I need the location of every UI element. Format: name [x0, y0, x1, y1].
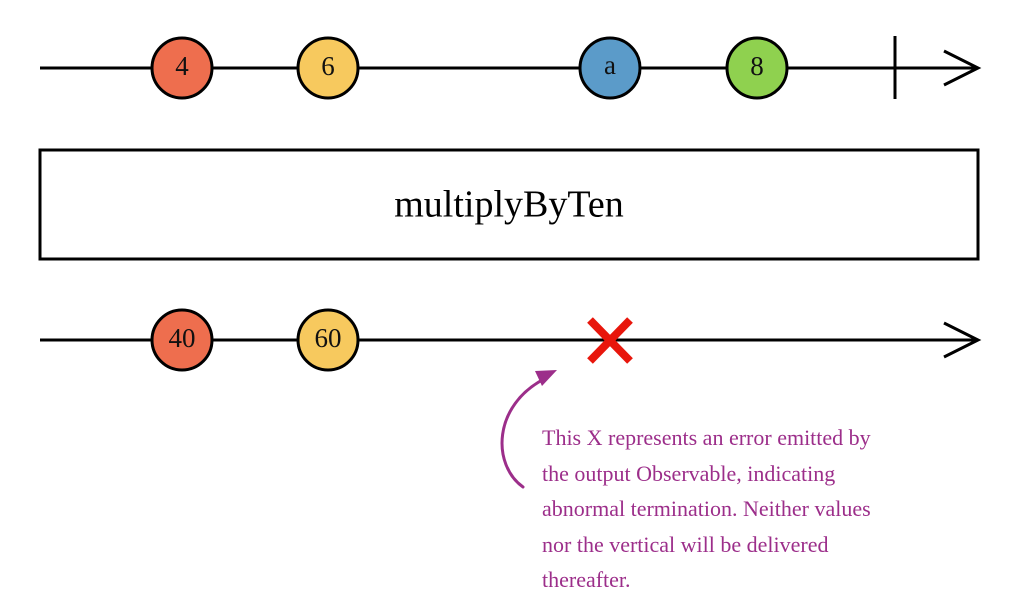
marble-circle	[725, 36, 789, 100]
input-stream: 4 6 a 8	[40, 36, 982, 100]
marble-circle	[578, 36, 642, 100]
annotation-line-1: This X represents an error emitted by	[542, 425, 871, 450]
marble-label: 40	[169, 323, 196, 353]
operator-box: multiplyByTen	[38, 148, 980, 261]
operator-label: multiplyByTen	[394, 184, 624, 226]
input-arrowhead	[943, 49, 982, 87]
annotation-line-2: the output Observable, indicating	[542, 460, 836, 486]
marble-circle	[296, 308, 360, 372]
marble-label: a	[604, 50, 616, 80]
annotation-arrow	[500, 370, 557, 489]
marble-label: 6	[321, 51, 335, 81]
annotation-arrow-curve	[500, 376, 548, 489]
error-x-stroke-2	[587, 317, 633, 364]
input-marble-4: 8	[725, 36, 789, 100]
error-x-icon	[587, 317, 633, 364]
annotation-arrowhead	[535, 370, 557, 386]
output-marble-2: 60	[296, 308, 360, 372]
marble-circle	[296, 36, 360, 100]
input-marble-1: 4	[150, 36, 214, 100]
input-marble-2: 6	[296, 36, 360, 100]
annotation-line-4: nor the vertical will be delivered	[542, 531, 829, 557]
output-stream: 40 60	[40, 308, 982, 372]
marble-label: 4	[175, 51, 189, 81]
annotation-text: This X represents an error emitted by th…	[542, 420, 982, 598]
annotation-line-5: thereafter.	[542, 567, 631, 592]
marble-label: 8	[750, 51, 764, 81]
operator-frame	[38, 148, 980, 261]
marble-circle	[150, 308, 214, 372]
marble-circle	[150, 36, 214, 100]
output-arrowhead	[943, 321, 982, 359]
input-marble-3: a	[578, 36, 642, 100]
marble-label: 60	[315, 323, 342, 353]
output-marble-1: 40	[150, 308, 214, 372]
annotation-line-3: abnormal termination. Neither values	[542, 496, 871, 521]
